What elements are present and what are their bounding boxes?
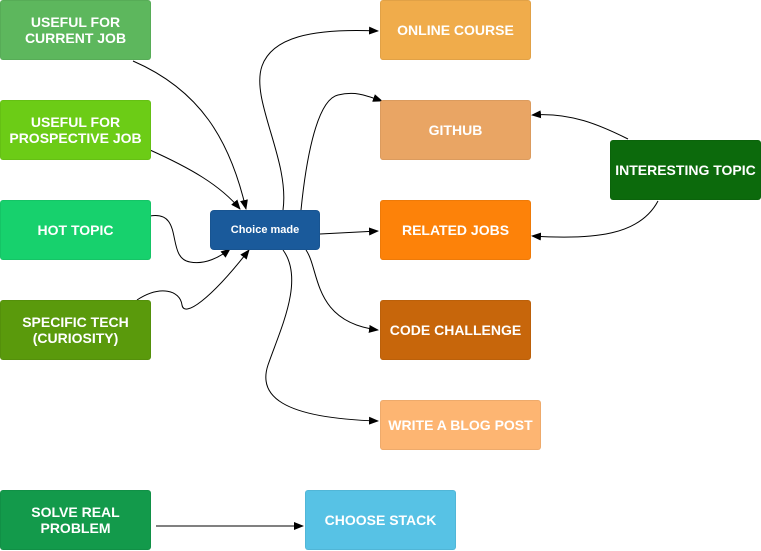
edge-current-job-to-choice (132, 60, 248, 210)
node-choice-made[interactable]: Choice made (210, 210, 320, 250)
edge-choice-to-github (300, 92, 383, 211)
edge-prospective-job-to-choice (149, 149, 241, 210)
node-useful-current-job[interactable]: USEFUL FOR CURRENT JOB (0, 0, 151, 60)
node-useful-prospective-job[interactable]: USEFUL FOR PROSPECTIVE JOB (0, 100, 151, 160)
node-online-course[interactable]: ONLINE COURSE (380, 0, 531, 60)
node-code-challenge[interactable]: CODE CHALLENGE (380, 300, 531, 360)
edge-interesting-topic-to-related-jobs (531, 200, 659, 241)
node-github[interactable]: GITHUB (380, 100, 531, 160)
node-choose-stack[interactable]: CHOOSE STACK (305, 490, 456, 550)
edge-choice-to-related-jobs (319, 227, 379, 236)
node-hot-topic[interactable]: HOT TOPIC (0, 200, 151, 260)
edge-hot-topic-to-choice (149, 215, 231, 264)
edge-choice-to-blog-post (265, 249, 379, 425)
node-solve-real-problem[interactable]: SOLVE REAL PROBLEM (0, 490, 151, 550)
edge-interesting-topic-to-github (531, 110, 629, 140)
edge-specific-tech-to-choice (136, 249, 250, 310)
node-specific-tech[interactable]: SPECIFIC TECH (CURIOSITY) (0, 300, 151, 360)
edge-choice-to-online-course (259, 26, 379, 211)
node-write-blog-post[interactable]: WRITE A BLOG POST (380, 400, 541, 450)
node-related-jobs[interactable]: RELATED JOBS (380, 200, 531, 260)
node-interesting-topic[interactable]: INTERESTING TOPIC (610, 140, 761, 200)
edge-choice-to-code-challenge (305, 249, 379, 333)
